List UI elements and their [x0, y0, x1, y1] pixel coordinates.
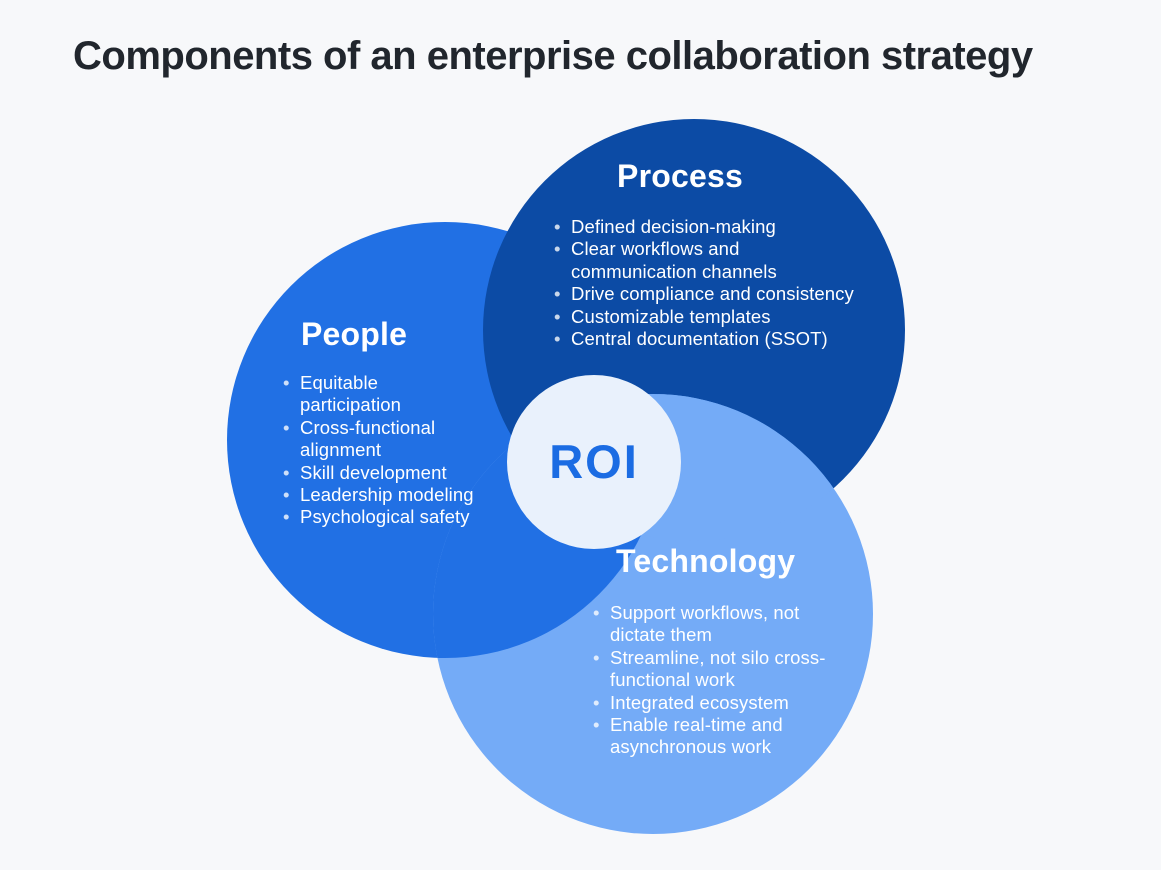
list-item: Customizable templates [553, 306, 856, 329]
technology-heading: Technology [616, 543, 796, 579]
people-list: Equitable participation Cross-functional… [282, 372, 476, 529]
list-item: Cross-functional alignment [282, 417, 476, 462]
process-list: Defined decision-making Clear workflows … [553, 216, 856, 351]
people-heading: People [301, 316, 408, 352]
list-item: Streamline, not silo cross-functional wo… [592, 647, 826, 692]
list-item: Defined decision-making [553, 216, 856, 239]
list-item: Equitable participation [282, 372, 476, 417]
roi-center-label: ROI [549, 435, 639, 488]
list-item: Integrated ecosystem [592, 692, 826, 715]
list-item: Skill development [282, 462, 476, 485]
list-item: Support workflows, not dictate them [592, 602, 826, 647]
list-item: Clear workflows and communication channe… [553, 238, 856, 283]
list-item: Leadership modeling [282, 484, 476, 507]
process-heading: Process [617, 158, 743, 194]
list-item: Central documentation (SSOT) [553, 328, 856, 351]
list-item: Enable real-time and asynchronous work [592, 714, 826, 759]
list-item: Drive compliance and consistency [553, 283, 856, 306]
list-item: Psychological safety [282, 506, 476, 529]
page-title: Components of an enterprise collaboratio… [73, 34, 1033, 78]
technology-list: Support workflows, not dictate them Stre… [592, 602, 826, 759]
roi-circle [507, 375, 681, 549]
